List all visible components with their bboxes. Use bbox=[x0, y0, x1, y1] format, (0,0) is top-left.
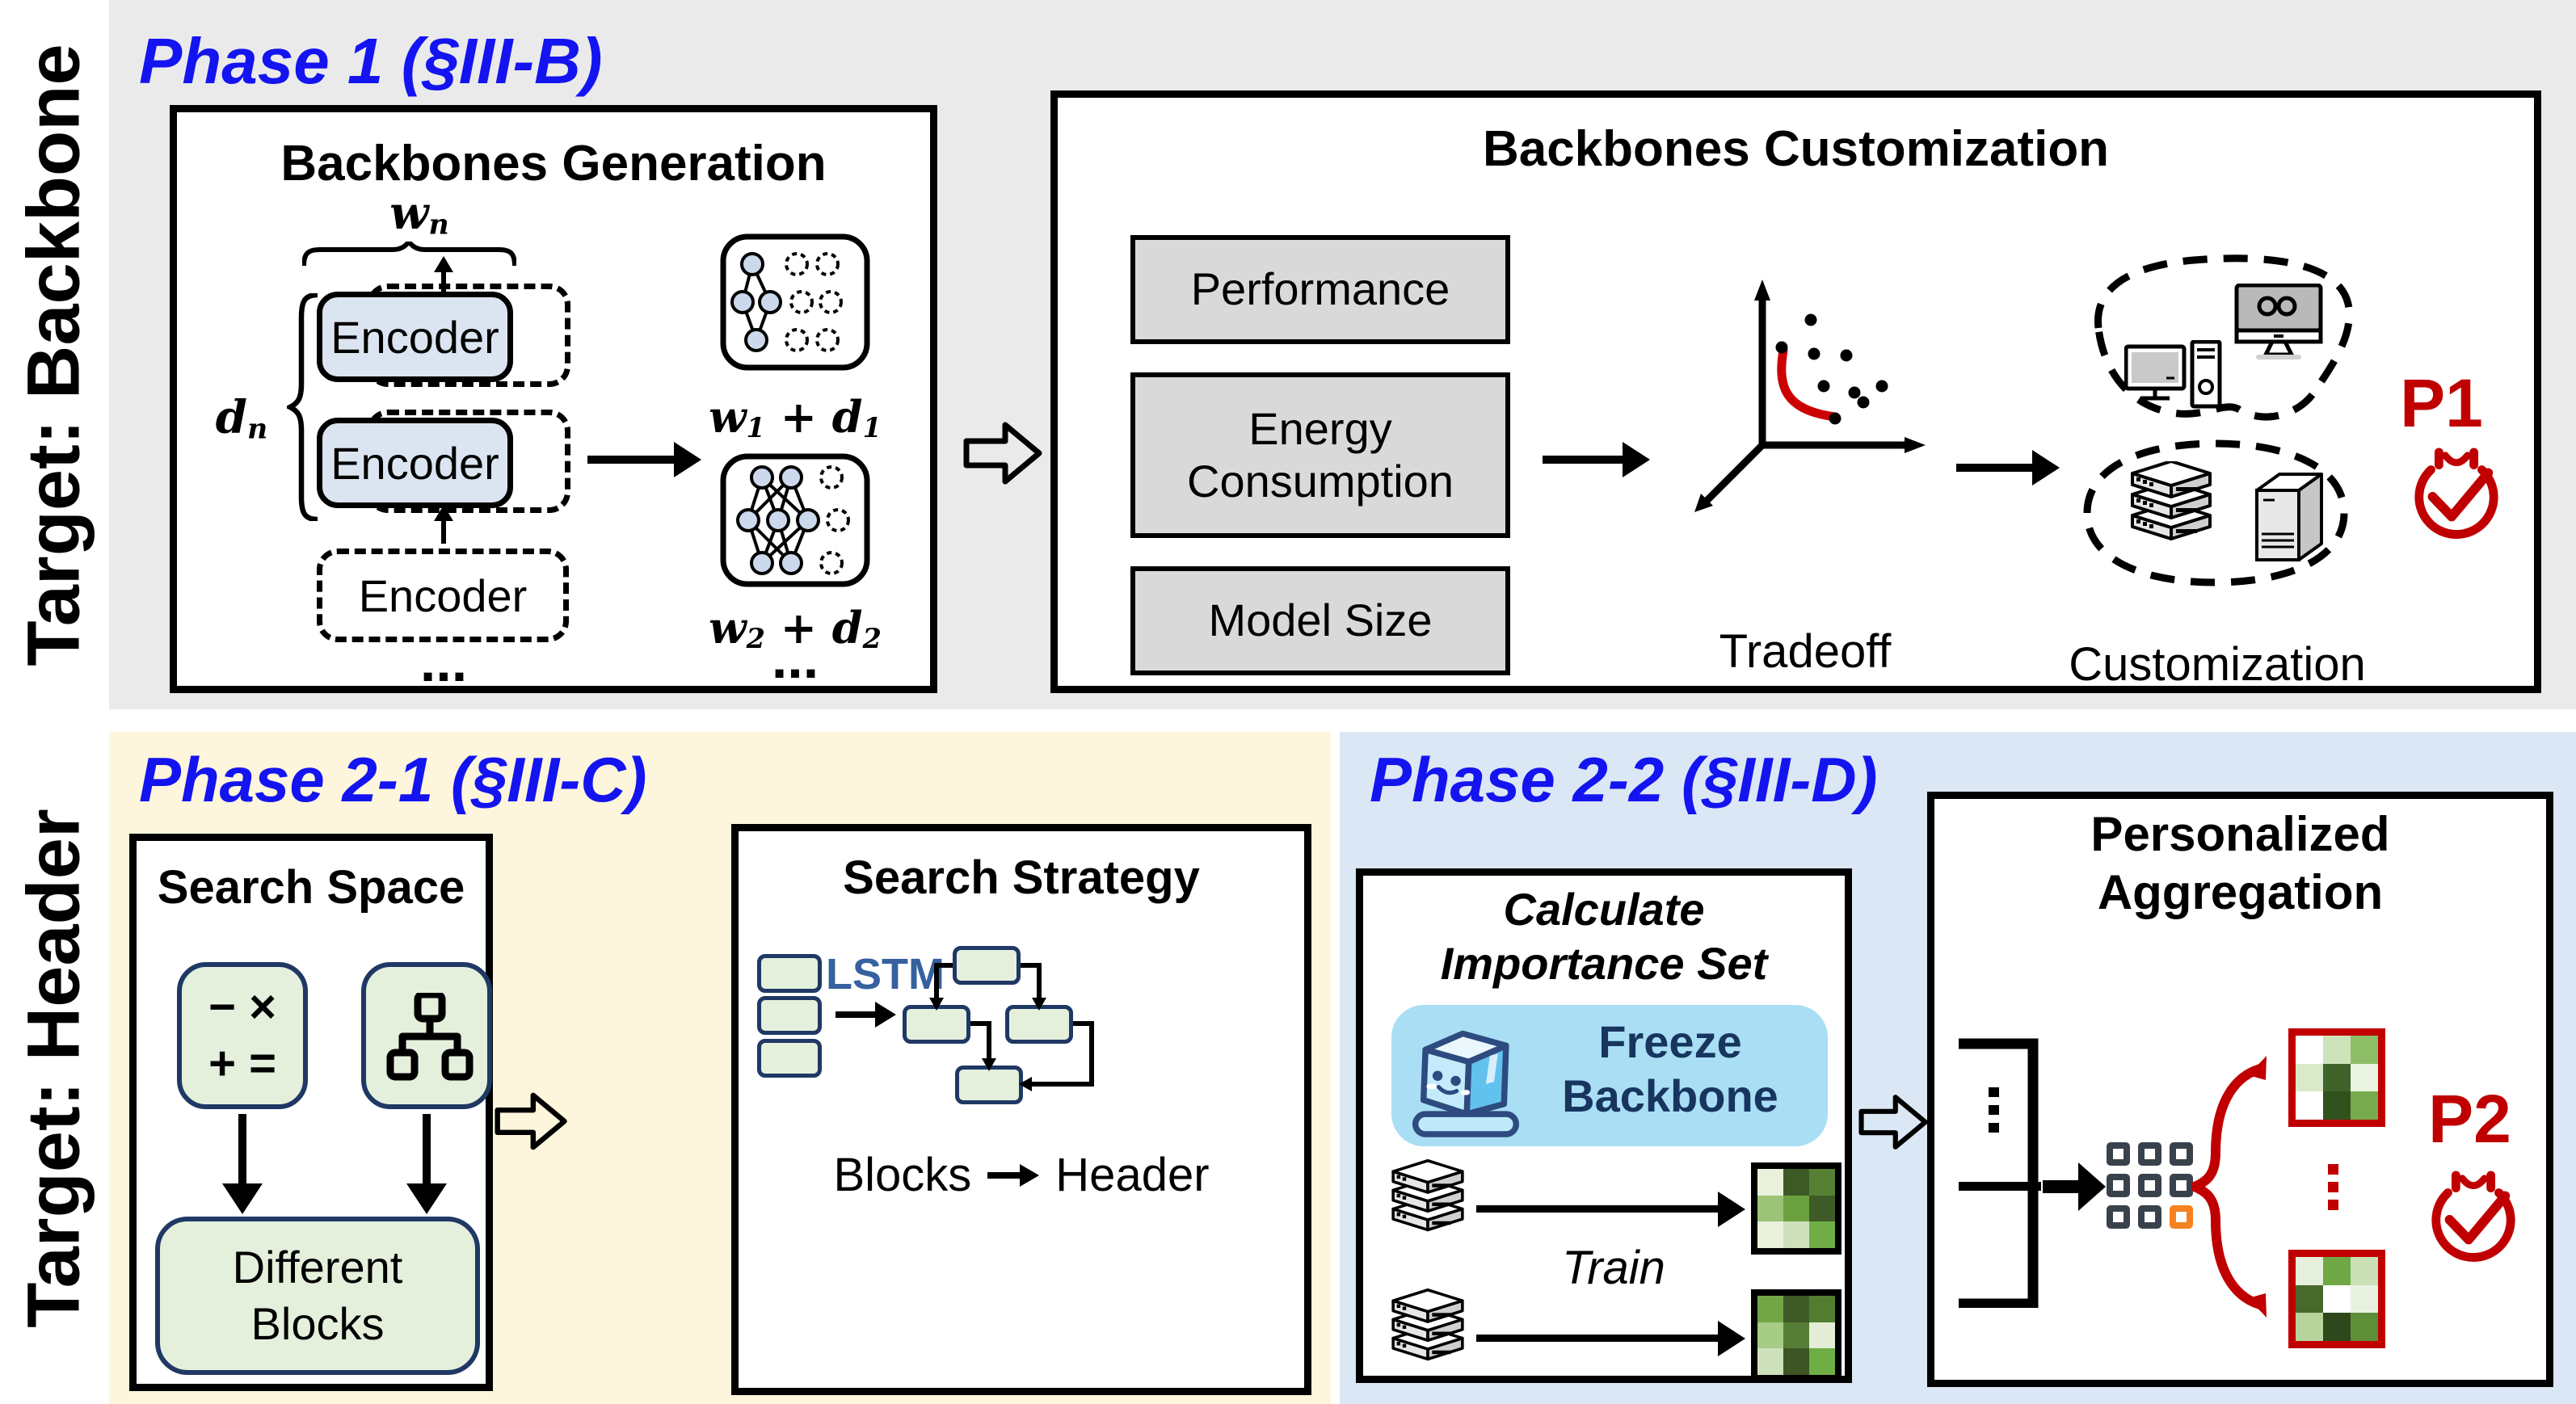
overbrace bbox=[302, 242, 516, 267]
personalized-heatmap-bottom bbox=[2288, 1250, 2385, 1348]
hollow-arrow-phase2-2 bbox=[1858, 1095, 1928, 1150]
parameter-grid bbox=[2107, 1142, 2193, 1229]
red-ellipsis-dot bbox=[2328, 1182, 2338, 1192]
target-word-header: Header bbox=[13, 808, 96, 1061]
hollow-arrow-phase1 bbox=[963, 422, 1042, 485]
row-label-backbone: Target: Backbone bbox=[0, 0, 109, 709]
p1-badge: P1 bbox=[2400, 365, 2483, 441]
dag-node-right bbox=[1005, 1005, 1073, 1044]
dataset-stack-icon-2 bbox=[1391, 1288, 1464, 1361]
encoder-ellipsis: ... bbox=[419, 630, 468, 693]
encoder-box-1: Encoder bbox=[317, 292, 513, 382]
search-strategy-title: Search Strategy bbox=[843, 851, 1200, 904]
hierarchy-icon bbox=[386, 993, 474, 1081]
customization-label: Customization bbox=[2069, 638, 2366, 691]
block-chip-3 bbox=[757, 1039, 822, 1078]
dn-label: dn bbox=[215, 391, 268, 446]
importance-heatmap-2 bbox=[1751, 1289, 1842, 1381]
arrow-up-to-brace bbox=[441, 272, 446, 293]
arrow-to-param-grid bbox=[2043, 1162, 2106, 1211]
blocks-to-header-caption: Blocks Header bbox=[739, 1148, 1304, 1202]
row-label-header: Target: Header bbox=[0, 732, 109, 1404]
arrow-chips-to-dag bbox=[836, 1011, 876, 1018]
arrow-tree-to-blocks bbox=[423, 1114, 431, 1185]
dag-node-top bbox=[953, 946, 1021, 985]
block-chip-1 bbox=[757, 954, 822, 993]
phase2-2-title: Phase 2-2 (§III-D) bbox=[1370, 744, 1878, 815]
w1-d1-label: w1 + d1 bbox=[709, 391, 882, 444]
neural-network-icon-2 bbox=[720, 453, 870, 587]
device-group-blob-bottom bbox=[2083, 439, 2348, 586]
phase2-1-title: Phase 2-1 (§III-C) bbox=[139, 744, 647, 815]
arrow-ops-to-blocks bbox=[238, 1114, 246, 1185]
arrow-up-between-encoders bbox=[441, 521, 446, 544]
p2-badge: P2 bbox=[2428, 1081, 2511, 1157]
scatter-dots bbox=[1775, 313, 1888, 425]
bracket-mid-line bbox=[1959, 1182, 2041, 1191]
dn-brace bbox=[287, 293, 318, 521]
target-prefix: Target: bbox=[13, 1060, 96, 1328]
pareto-curve bbox=[1777, 346, 1840, 422]
red-ellipsis-dot bbox=[2328, 1164, 2338, 1175]
tower-server-icon bbox=[2255, 473, 2323, 561]
ice-cube-icon bbox=[1412, 1030, 1520, 1137]
desktop-pc-icon bbox=[2124, 340, 2222, 409]
arrow-tradeoff-to-customization bbox=[1956, 464, 2033, 472]
target-prefix: Target: bbox=[13, 398, 95, 666]
dataset-stack-icon-1 bbox=[1391, 1158, 1464, 1232]
neural-network-icon-1 bbox=[720, 233, 870, 371]
red-ellipsis-dot bbox=[2328, 1200, 2338, 1210]
phase1-title: Phase 1 (§III-B) bbox=[139, 25, 603, 97]
search-strategy-box: Search Strategy LSTM Blocks bbox=[731, 824, 1311, 1395]
wn-label: wn bbox=[389, 187, 449, 242]
arrow-metrics-to-tradeoff bbox=[1543, 456, 1623, 464]
importance-heatmap-1 bbox=[1751, 1162, 1842, 1255]
p2-check-clock-icon bbox=[2431, 1171, 2515, 1262]
p1-check-clock-icon bbox=[2414, 448, 2498, 539]
blocks-word: Blocks bbox=[833, 1149, 972, 1201]
encoder-dashed-3: Encoder bbox=[317, 549, 569, 642]
math-ops-block: − × + = bbox=[177, 962, 308, 1109]
metric-performance: Performance bbox=[1130, 235, 1510, 344]
arrow-encoders-to-networks bbox=[587, 456, 675, 464]
backbones-customization-box: Backbones Customization Performance Ener… bbox=[1050, 90, 2541, 693]
arrow-blocks-header-icon bbox=[987, 1163, 1040, 1187]
client-stack-bracket bbox=[1959, 1038, 2039, 1308]
backbones-generation-box: Backbones Generation wn Encoder dn Encod… bbox=[170, 105, 937, 693]
train-label: Train bbox=[1562, 1242, 1665, 1294]
arrow-train-2 bbox=[1476, 1335, 1719, 1342]
tree-block bbox=[361, 962, 492, 1109]
search-space-title: Search Space bbox=[157, 861, 465, 914]
target-word-backbone: Backbone bbox=[13, 43, 95, 399]
device-group-blob-top bbox=[2094, 254, 2353, 421]
lstm-label: LSTM bbox=[826, 950, 945, 998]
dag-connectors bbox=[929, 963, 1094, 1091]
server-stack-icon bbox=[2131, 461, 2212, 540]
block-chip-2 bbox=[757, 996, 822, 1035]
encoder-box-2: Encoder bbox=[317, 418, 513, 508]
personalized-heatmap-top bbox=[2288, 1028, 2385, 1127]
imac-icon bbox=[2234, 284, 2323, 359]
red-split-brace bbox=[2191, 1056, 2267, 1318]
tradeoff-label: Tradeoff bbox=[1719, 625, 1892, 678]
w2-d2-label: w2 + d2 bbox=[709, 602, 882, 655]
header-word: Header bbox=[1055, 1149, 1210, 1201]
backbones-customization-title: Backbones Customization bbox=[1482, 121, 2110, 177]
tradeoff-plot bbox=[1694, 280, 1926, 512]
backbones-generation-title: Backbones Generation bbox=[280, 136, 827, 191]
arrow-train-1 bbox=[1476, 1205, 1719, 1213]
hollow-arrow-phase2-1 bbox=[495, 1092, 567, 1150]
networks-ellipsis: ... bbox=[771, 627, 819, 690]
metric-model-size: Model Size bbox=[1130, 566, 1510, 675]
